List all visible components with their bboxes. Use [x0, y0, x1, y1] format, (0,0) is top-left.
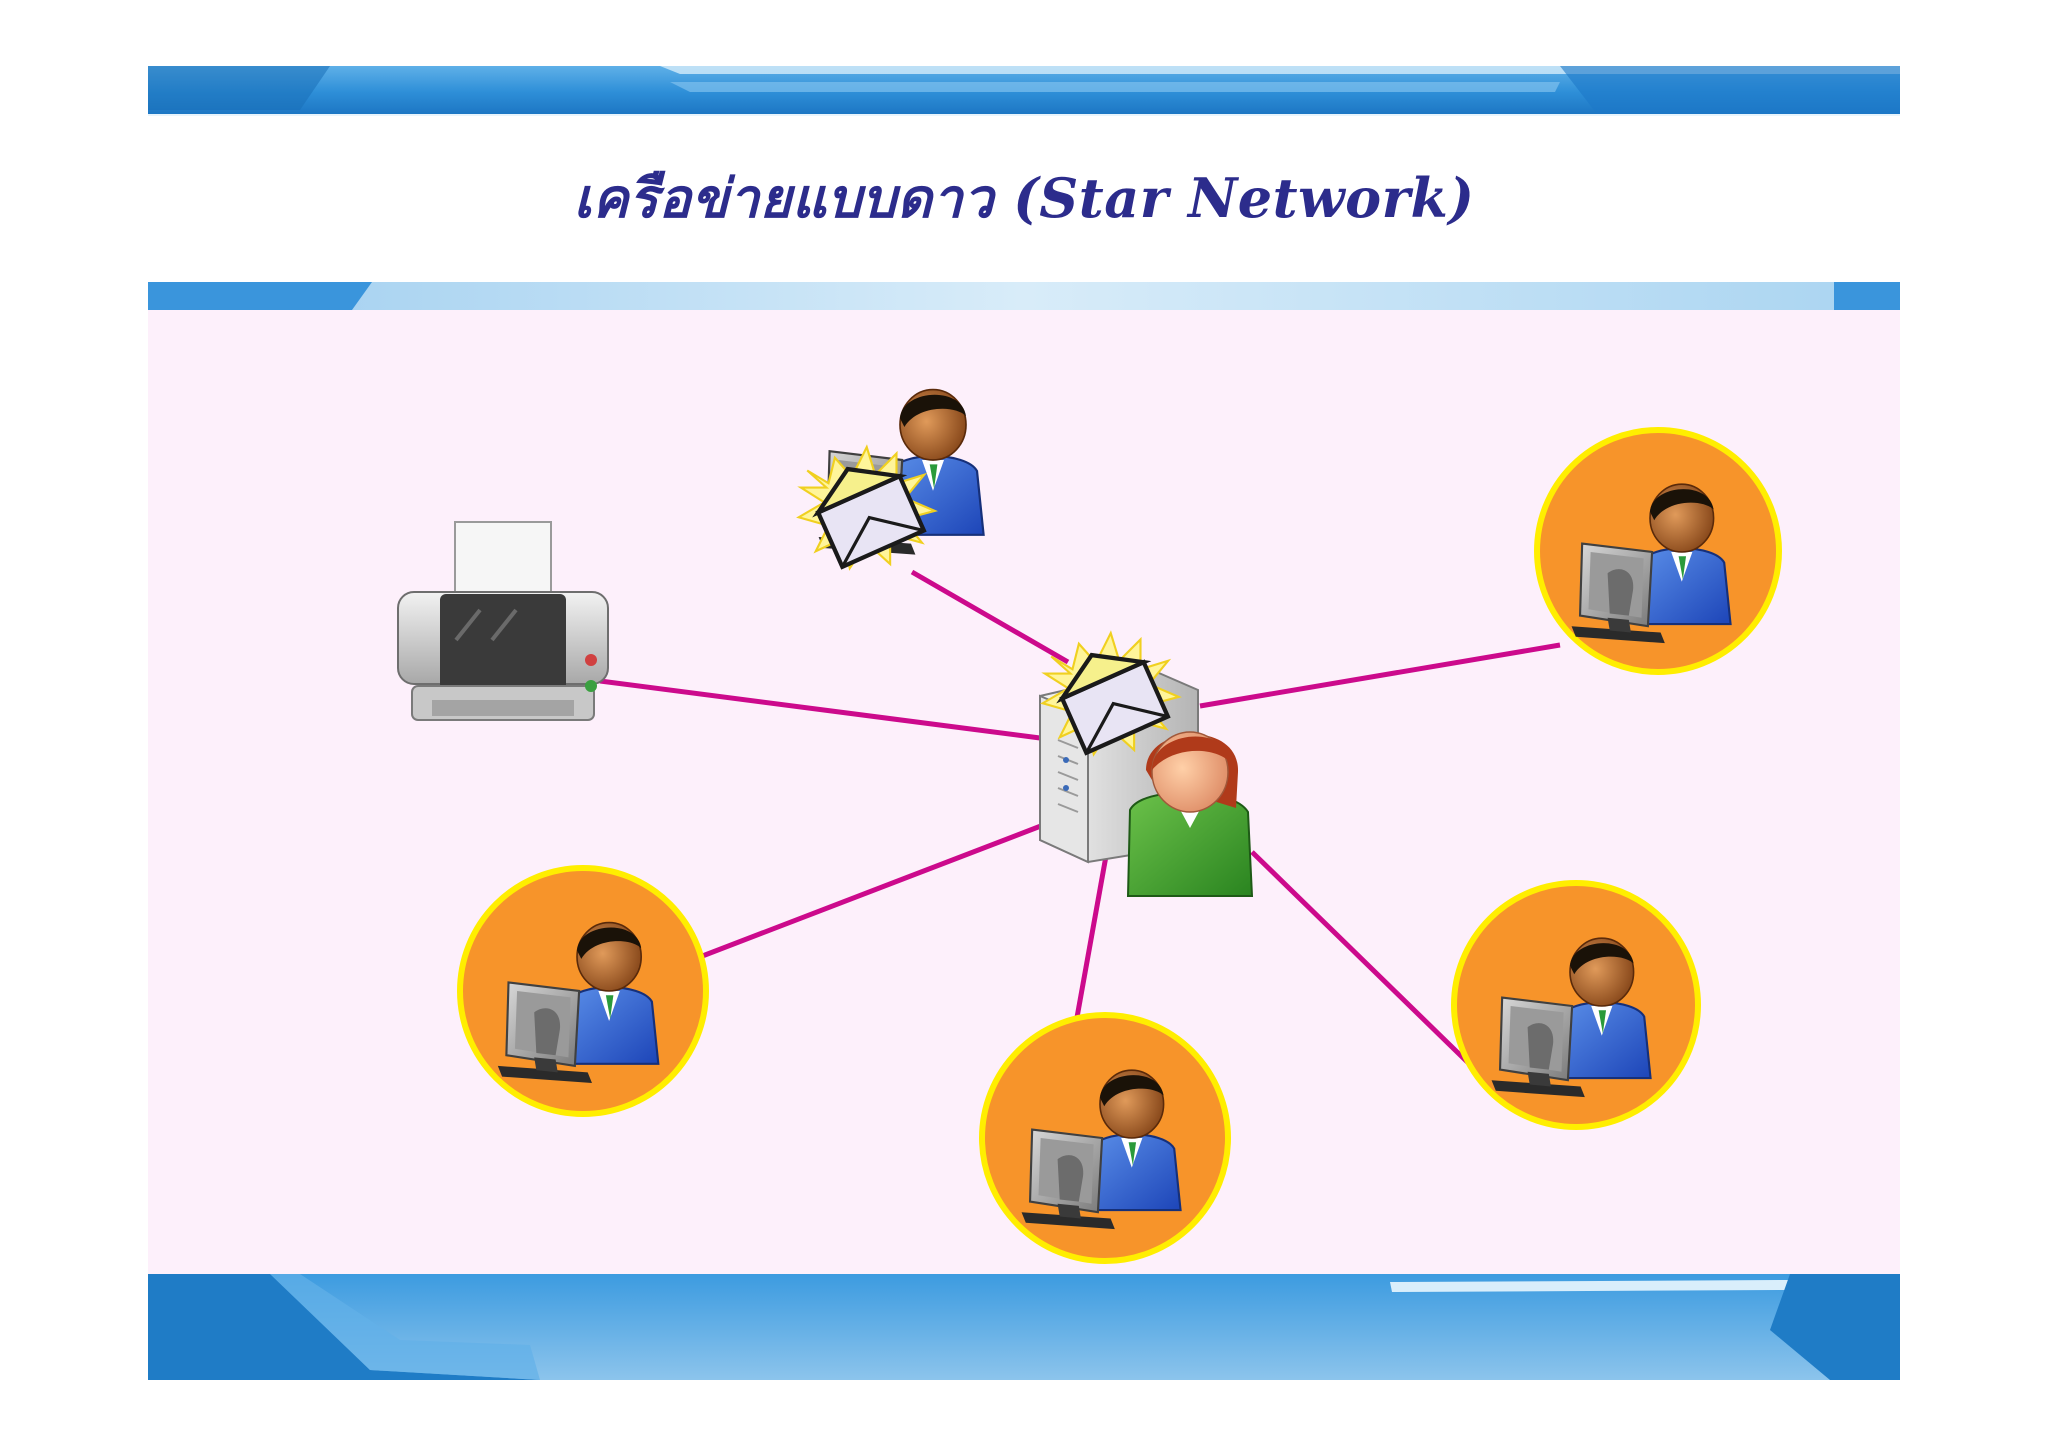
bottom-right-user-workstation [1451, 880, 1701, 1130]
link-right-user [1199, 642, 1561, 709]
link-top-user [910, 569, 1070, 665]
slide: เครือข่ายแบบดาว (Star Network) [148, 66, 1900, 1380]
printer-icon [397, 521, 609, 721]
link-left-user [639, 821, 1047, 983]
left-user-workstation [457, 865, 709, 1117]
link-printer [599, 678, 1041, 741]
bottom-user-workstation [979, 1012, 1231, 1264]
top-user-workstation [799, 388, 985, 569]
right-user-workstation [1534, 427, 1782, 675]
hub-server [1039, 633, 1254, 897]
link-bottom-right-user [1250, 850, 1496, 1090]
slide-title: เครือข่ายแบบดาว (Star Network) [573, 166, 1475, 230]
title-underline-band [148, 282, 1900, 310]
title-band: เครือข่ายแบบดาว (Star Network) [148, 116, 1900, 280]
bottom-banner [148, 1274, 1900, 1380]
